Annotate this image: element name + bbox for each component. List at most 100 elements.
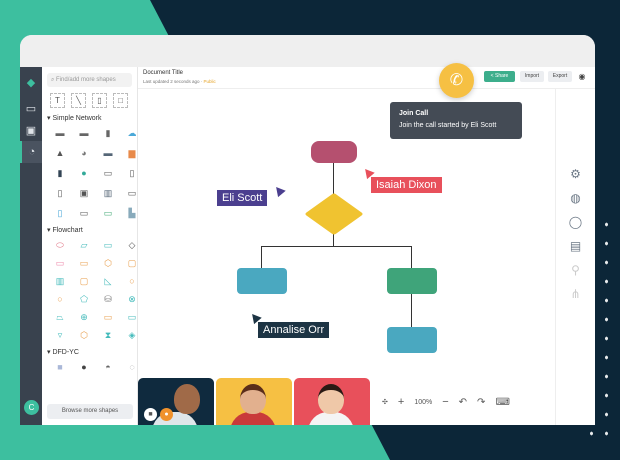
visibility-badge[interactable]: Public [203, 79, 216, 84]
start-node[interactable] [311, 141, 357, 163]
theme-palette-icon[interactable]: ◍ [570, 191, 581, 205]
zoom-out-button[interactable]: − [442, 396, 449, 408]
sum-shape[interactable]: ⊗ [128, 293, 136, 304]
rounded-shape[interactable]: ▭ [127, 311, 137, 322]
connector-line [411, 246, 412, 268]
shapes-icon[interactable]: ◔ [20, 141, 42, 163]
browse-shapes-button[interactable]: Browse more shapes [47, 404, 133, 419]
section-flowchart[interactable]: ▾ Flowchart [47, 227, 83, 234]
card-shape[interactable]: ▢ [79, 275, 89, 286]
keyboard-icon[interactable]: ⌨ [495, 396, 510, 408]
small-circle-shape[interactable]: ○ [57, 294, 63, 304]
multidoc-shape[interactable]: ▭ [79, 257, 89, 268]
document-shape[interactable]: ▭ [55, 257, 65, 268]
predefined-shape[interactable]: ▥ [55, 275, 65, 286]
entity-shape[interactable]: ■ [57, 362, 63, 372]
connector-line [333, 163, 334, 199]
sort-shape[interactable]: ◈ [128, 329, 136, 340]
process-node-left[interactable] [237, 268, 287, 294]
hub-shape[interactable]: ▬ [103, 148, 113, 158]
city-shape[interactable]: ▙ [128, 207, 136, 218]
globe-shape[interactable]: ● [81, 168, 87, 178]
note-tool[interactable]: ▯ [92, 93, 107, 108]
process-shape[interactable]: ▭ [103, 239, 113, 250]
participant-face [174, 384, 200, 414]
satellite-shape[interactable]: ▲ [55, 148, 65, 158]
building-shape[interactable]: ▥ [103, 187, 113, 198]
phone-shape[interactable]: ▮ [57, 167, 63, 178]
manual-input-shape[interactable]: ◺ [104, 275, 112, 286]
dish-shape[interactable]: ◕ [81, 148, 87, 158]
document-title[interactable]: Document Title [143, 70, 184, 76]
preview-eye-icon[interactable]: ◉ [578, 72, 586, 81]
tree-icon[interactable]: ⋔ [570, 287, 581, 301]
decision-shape[interactable]: ◇ [128, 239, 136, 250]
section-dfd[interactable]: ▾ DFD-YC [47, 349, 79, 356]
database-shape[interactable]: ⛁ [104, 293, 112, 304]
display-shape[interactable]: ⬡ [104, 257, 112, 268]
microphone-icon[interactable]: ● [160, 408, 173, 421]
prep-shape[interactable]: ⬡ [80, 329, 88, 340]
import-button[interactable]: Import [520, 71, 544, 82]
zoom-in-button[interactable]: + [397, 396, 405, 408]
image-icon[interactable]: ▣ [25, 124, 37, 137]
join-call-tooltip: Join Call Join the call started by Eli S… [390, 102, 522, 139]
merge-shape[interactable]: ▿ [57, 329, 63, 340]
process-node-right[interactable] [387, 268, 437, 294]
connector-shape[interactable]: ○ [129, 276, 135, 286]
process-node-bottom[interactable] [387, 327, 437, 353]
redo-icon[interactable]: ↷ [477, 396, 486, 408]
zoom-level[interactable]: 100% [414, 398, 433, 406]
fit-icon[interactable]: ✣ [382, 399, 388, 406]
export-button[interactable]: Export [548, 71, 572, 82]
manual-op-shape[interactable]: ⏢ [56, 311, 64, 322]
search-placeholder: Find/add more shapes [56, 77, 116, 83]
laptop-shape[interactable]: ▭ [127, 187, 137, 198]
firewall-shape[interactable]: ▆ [128, 147, 136, 158]
fax-shape[interactable]: ▣ [79, 187, 89, 198]
data-shape[interactable]: ▱ [80, 239, 88, 250]
storage-shape[interactable]: ▢ [127, 257, 137, 268]
switch-shape[interactable]: ▬ [79, 128, 89, 138]
line-tool[interactable]: ╲ [71, 93, 86, 108]
or-shape[interactable]: ⊕ [80, 311, 88, 322]
notes-icon[interactable]: ▤ [569, 239, 582, 253]
folder-icon[interactable]: ▭ [25, 102, 37, 115]
antenna-shape[interactable]: ▮ [105, 127, 111, 138]
monitor-shape[interactable]: ▭ [103, 167, 113, 178]
participant-face [318, 384, 344, 414]
camera-icon[interactable]: ■ [144, 408, 157, 421]
video-tile-3 [294, 378, 370, 425]
rect-tool[interactable]: □ [113, 93, 128, 108]
process-circle-shape[interactable]: ● [81, 362, 87, 372]
connector-line [261, 246, 412, 247]
shape-settings-icon[interactable]: ⚙ [570, 167, 581, 181]
join-call-phone-icon[interactable]: ✆ [439, 63, 474, 98]
cloud-shape[interactable]: ☁ [127, 127, 137, 138]
collate-shape[interactable]: ⧗ [104, 329, 112, 340]
dashed-circle-shape[interactable]: ◌ [129, 362, 135, 372]
user-avatar[interactable]: C [24, 400, 39, 415]
comments-icon[interactable]: ◯ [568, 215, 583, 229]
terminator-shape[interactable]: ⬭ [56, 239, 64, 250]
text-tool[interactable]: T [50, 93, 65, 108]
share-label: Share [494, 73, 509, 79]
tablet-shape[interactable]: ▯ [129, 167, 135, 178]
share-button[interactable]: < Share [484, 71, 515, 82]
section-simple-network[interactable]: ▾ Simple Network [47, 115, 102, 122]
store-shape[interactable]: ◓ [105, 362, 111, 372]
router-shape[interactable]: ▬ [55, 128, 65, 138]
offpage-shape[interactable]: ⬠ [80, 293, 88, 304]
desktop-shape[interactable]: ▭ [79, 207, 89, 218]
undo-icon[interactable]: ↶ [458, 396, 468, 408]
document-status: Last updated 2 seconds ago · Public [143, 79, 216, 84]
delay-shape[interactable]: ▭ [103, 311, 113, 322]
pin-icon[interactable]: ⚲ [571, 263, 580, 277]
connector-line [261, 246, 262, 268]
mobile-shape[interactable]: ▯ [57, 187, 63, 198]
shape-search-input[interactable]: ⌕ Find/add more shapes [47, 73, 132, 87]
section-label: Simple Network [52, 115, 102, 122]
smartphone-shape[interactable]: ▯ [57, 207, 63, 218]
app-window: ◆ ▭ ▣ ◔ C ⌕ Find/add more shapes T╲▯□ ▾ … [20, 35, 595, 425]
notebook-shape[interactable]: ▭ [103, 207, 113, 218]
